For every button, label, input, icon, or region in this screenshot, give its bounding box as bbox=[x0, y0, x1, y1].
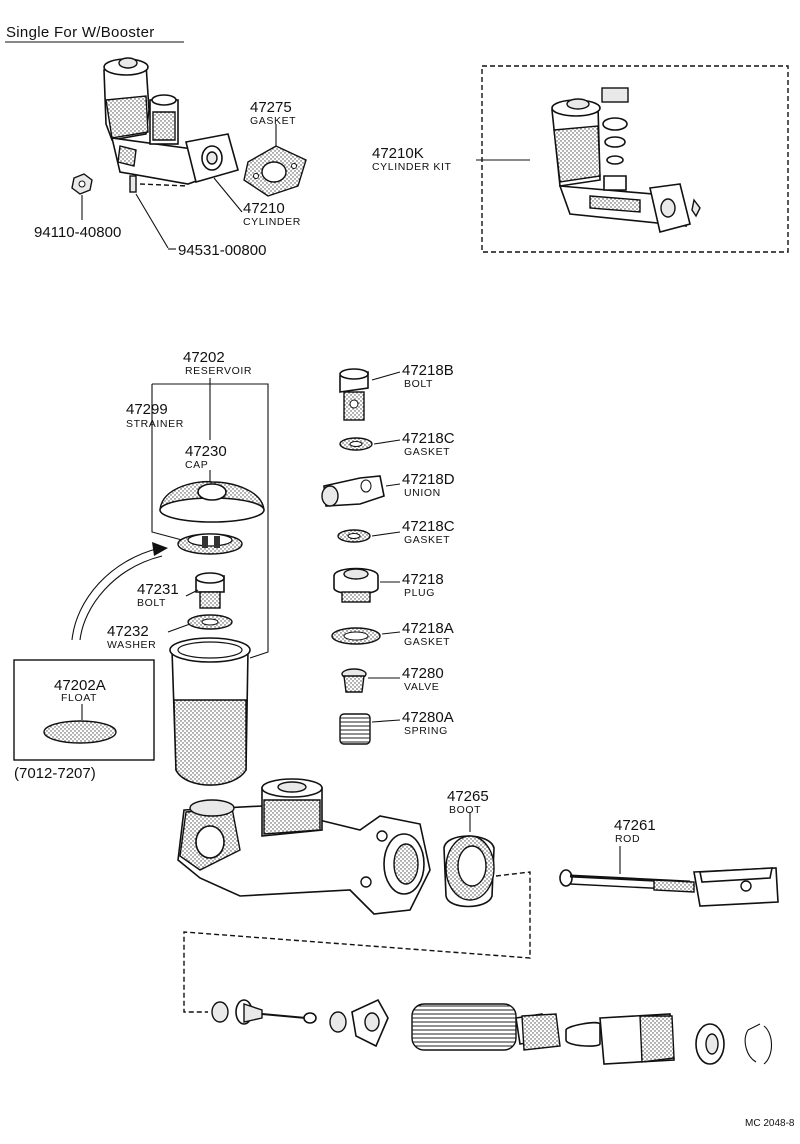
leader-bolt bbox=[371, 371, 401, 381]
leader-gasket-c1 bbox=[373, 439, 401, 445]
gasket-c1-drawing bbox=[339, 437, 373, 451]
label-cyl-gasket-num: 47275 bbox=[250, 99, 292, 116]
label-strainer-name: STRAINER bbox=[126, 418, 184, 430]
spring-drawing bbox=[339, 713, 371, 745]
label-plug-name: PLUG bbox=[404, 587, 435, 599]
float-drawing bbox=[43, 720, 117, 744]
reservoir-drawing bbox=[169, 637, 251, 786]
leader-res-bolt bbox=[185, 589, 199, 597]
master-cylinder-body-drawing bbox=[177, 778, 431, 915]
label-cyl-gasket-name: GASKET bbox=[250, 115, 296, 127]
label-union-name: UNION bbox=[404, 487, 441, 499]
rod-drawing bbox=[559, 867, 779, 907]
cap-drawing bbox=[159, 480, 265, 523]
label-strainer-num: 47299 bbox=[126, 401, 168, 418]
label-reservoir-name: RESERVOIR bbox=[185, 365, 252, 377]
footer-code: MC 2048-8 bbox=[745, 1118, 795, 1129]
bolt-drawing bbox=[339, 368, 369, 421]
leader-gasket-a bbox=[381, 631, 401, 635]
label-gasket-c2-num: 47218C bbox=[402, 518, 455, 535]
label-gasket-a-name: GASKET bbox=[404, 636, 450, 648]
label-bolt-num: 47218B bbox=[402, 362, 454, 379]
label-nut-num: 94110-40800 bbox=[34, 224, 121, 241]
leader-spring bbox=[371, 719, 401, 723]
label-valve-num: 47280 bbox=[402, 665, 444, 682]
label-stud-num: 94531-00800 bbox=[178, 242, 266, 259]
res-bolt-drawing bbox=[195, 572, 225, 609]
label-cylinder-name: CYLINDER bbox=[243, 216, 301, 228]
stud-drawing bbox=[129, 175, 189, 193]
label-gasket-a-num: 47218A bbox=[402, 620, 454, 637]
arrow-curve bbox=[71, 547, 161, 641]
label-washer-num: 47232 bbox=[107, 623, 149, 640]
gasket-a-drawing bbox=[331, 627, 381, 645]
label-float-range: (7012-7207) bbox=[14, 765, 96, 782]
label-boot-name: BOOT bbox=[449, 804, 481, 816]
label-rod-name: ROD bbox=[615, 833, 640, 845]
float-box bbox=[13, 659, 155, 761]
label-plug-num: 47218 bbox=[402, 571, 444, 588]
label-bolt-name: BOLT bbox=[404, 378, 433, 390]
label-cap-num: 47230 bbox=[185, 443, 227, 460]
leader-union bbox=[385, 483, 401, 487]
union-drawing bbox=[321, 475, 385, 507]
label-boot-num: 47265 bbox=[447, 788, 489, 805]
leader-stud bbox=[135, 193, 169, 249]
label-res-bolt-name: BOLT bbox=[137, 597, 166, 609]
plug-drawing bbox=[333, 567, 379, 603]
label-kit-num: 47210K bbox=[372, 145, 424, 162]
internal-parts-connector bbox=[183, 871, 531, 1013]
label-float-name: FLOAT bbox=[61, 692, 97, 704]
nut-drawing bbox=[71, 173, 93, 195]
label-spring-name: SPRING bbox=[404, 725, 448, 737]
label-float-num: 47202A bbox=[54, 677, 106, 694]
label-washer-name: WASHER bbox=[107, 639, 156, 651]
leader-washer bbox=[167, 623, 191, 633]
label-valve-name: VALVE bbox=[404, 681, 439, 693]
arrow-head bbox=[152, 542, 168, 556]
gasket-c2-drawing bbox=[337, 529, 371, 543]
washer-drawing bbox=[187, 614, 233, 630]
valve-drawing bbox=[341, 668, 367, 693]
label-kit-name: CYLINDER KIT bbox=[372, 161, 452, 173]
label-rod-num: 47261 bbox=[614, 817, 656, 834]
label-spring-num: 47280A bbox=[402, 709, 454, 726]
cylinder-assembly-drawing bbox=[103, 57, 239, 185]
label-cylinder-num: 47210 bbox=[243, 200, 285, 217]
label-gasket-c1-num: 47218C bbox=[402, 430, 455, 447]
label-res-bolt-num: 47231 bbox=[137, 581, 179, 598]
boot-drawing bbox=[443, 835, 495, 908]
label-gasket-c2-name: GASKET bbox=[404, 534, 450, 546]
kit-frame bbox=[481, 65, 789, 253]
leader-strainer bbox=[151, 384, 183, 541]
label-cap-name: CAP bbox=[185, 459, 208, 471]
strainer-drawing bbox=[177, 533, 243, 555]
internal-parts-row bbox=[211, 998, 773, 1065]
label-gasket-c1-name: GASKET bbox=[404, 446, 450, 458]
label-union-num: 47218D bbox=[402, 471, 455, 488]
kit-drawing bbox=[551, 87, 701, 233]
leader-gasket-c2 bbox=[371, 531, 401, 537]
page-title: Single For W/Booster bbox=[6, 24, 155, 41]
cylinder-gasket-drawing bbox=[243, 145, 307, 197]
leader-cylinder bbox=[213, 177, 243, 213]
label-reservoir-num: 47202 bbox=[183, 349, 225, 366]
